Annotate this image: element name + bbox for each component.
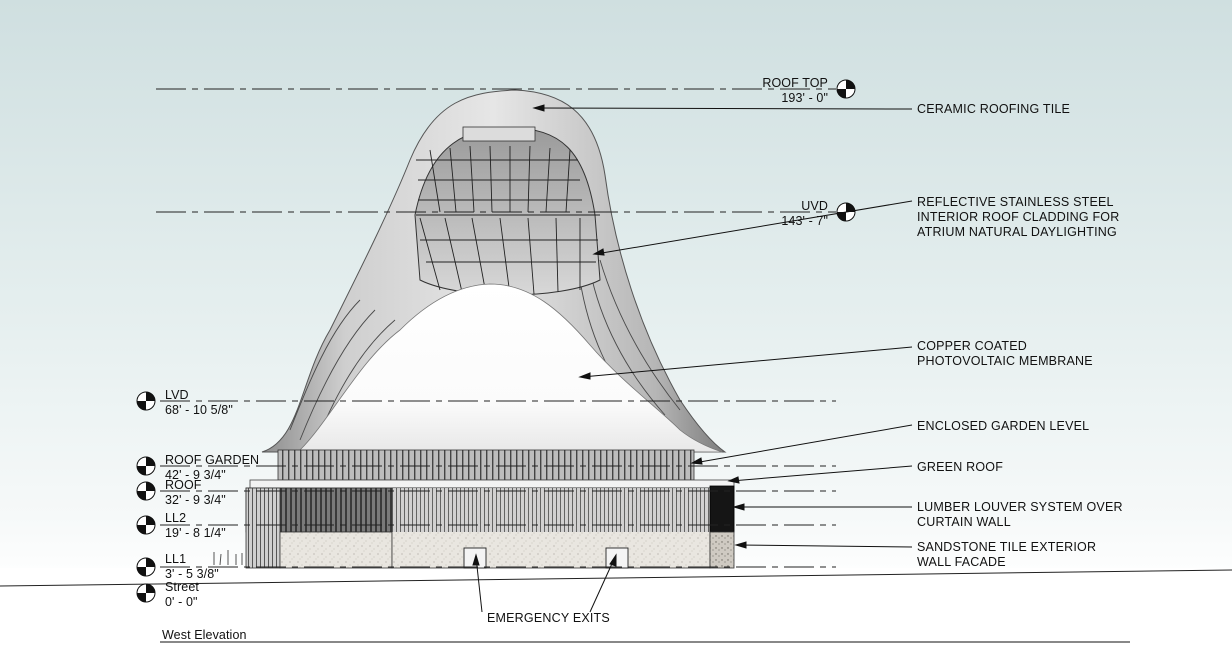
level-datum-lines [156,88,836,568]
note-line: ATRIUM NATURAL DAYLIGHTING [917,225,1117,239]
level-marker-lvd [136,391,156,411]
leader-steel [595,200,913,255]
arrow-lumber [732,503,745,511]
level-marker-street [136,583,156,603]
arrow-ceramic [532,104,545,112]
arrow-sandstone [734,541,747,549]
level-label-uvd: UVD 143' - 7" [716,199,828,228]
atrium-mullions [416,145,600,296]
note-line: GREEN ROOF [917,460,1004,474]
leader-exit-1 [475,556,483,613]
level-label-street: Street 0' - 0" [165,580,199,609]
level-label-roof-garden: ROOF GARDEN 42' - 9 3/4" [165,453,259,482]
level-marker-ll2 [136,515,156,535]
level-elevation: 42' - 9 3/4" [165,467,226,482]
level-elevation: 193' - 0" [781,90,828,105]
note-sandstone: SANDSTONE TILE EXTERIOR WALL FACADE [917,540,1096,570]
note-copper-membrane: COPPER COATED PHOTOVOLTAIC MEMBRANE [917,339,1093,369]
arrow-steel [592,248,605,256]
note-stainless-steel: REFLECTIVE STAINLESS STEEL INTERIOR ROOF… [917,195,1119,240]
level-elevation: 19' - 8 1/4" [165,525,226,540]
drawing-title: West Elevation [162,628,247,642]
level-label-roof: ROOF 32' - 9 3/4" [165,478,226,507]
level-marker-roof [136,481,156,501]
arrow-exit-1 [472,553,480,566]
note-lumber-louver: LUMBER LOUVER SYSTEM OVER CURTAIN WALL [917,500,1123,530]
note-ceramic-roofing-tile: CERAMIC ROOFING TILE [917,102,1070,117]
level-markers [136,79,856,603]
note-line: CERAMIC ROOFING TILE [917,102,1071,116]
photovoltaic-dome [299,283,723,453]
dark-louver-column [709,485,735,533]
arrow-garden [690,457,703,465]
level-marker-roof-top [836,79,856,99]
note-line: INTERIOR ROOF CLADDING FOR [917,210,1120,224]
level-name: ROOF TOP [762,76,828,90]
note-enclosed-garden: ENCLOSED GARDEN LEVEL [917,419,1089,434]
left-curtain-wall [245,487,281,569]
level-label-lvd: LVD 68' - 10 5/8" [165,388,233,417]
level-label-roof-top: ROOF TOP 193' - 0" [716,76,828,105]
level-name: LL2 [165,511,187,525]
garden-level-glazing [277,449,695,481]
level-elevation: 0' - 0" [165,594,198,609]
level-name: LVD [165,388,189,402]
level-name: ROOF [165,478,202,492]
leader-exit-2 [589,556,616,613]
arrow-copper [578,372,591,380]
level-name: Street [165,580,199,594]
skylight [462,126,536,142]
note-line: LUMBER LOUVER SYSTEM OVER [917,500,1123,514]
level-name: LL1 [165,552,187,566]
level-elevation: 32' - 9 3/4" [165,492,226,507]
arrow-exit-2 [609,553,617,567]
note-line: CURTAIN WALL [917,515,1011,529]
level-name: ROOF GARDEN [165,453,260,467]
level-marker-ll1 [136,557,156,577]
note-line: REFLECTIVE STAINLESS STEEL [917,195,1114,209]
level-elevation: 3' - 5 3/8" [165,566,219,581]
roof-slab [249,479,735,489]
emergency-exit-door-2 [605,547,629,569]
note-line: WALL FACADE [917,555,1006,569]
level-name: UVD [801,199,828,213]
note-line: PHOTOVOLTAIC MEMBRANE [917,354,1093,368]
note-emergency-exits: EMERGENCY EXITS [487,611,610,626]
note-line: ENCLOSED GARDEN LEVEL [917,419,1090,433]
note-line: COPPER COATED [917,339,1028,353]
note-line: SANDSTONE TILE EXTERIOR [917,540,1097,554]
leader-copper [581,346,913,378]
arrow-green [727,476,740,484]
note-green-roof: GREEN ROOF [917,460,1003,475]
stone-column [709,531,735,569]
leader-lines [472,104,913,613]
level-elevation: 143' - 7" [781,213,828,228]
leader-ceramic [535,107,913,110]
level-label-ll1: LL1 3' - 5 3/8" [165,552,219,581]
ground-line [0,569,1232,587]
street-plants [213,550,243,566]
level-marker-roof-garden [136,456,156,476]
note-line: EMERGENCY EXITS [487,611,610,625]
left-stone-panel [279,531,393,569]
level-elevation: 68' - 10 5/8" [165,402,233,417]
leader-garden [693,424,913,464]
leader-sandstone [737,544,913,548]
level-label-ll2: LL2 19' - 8 1/4" [165,511,226,540]
leader-green [730,465,913,482]
